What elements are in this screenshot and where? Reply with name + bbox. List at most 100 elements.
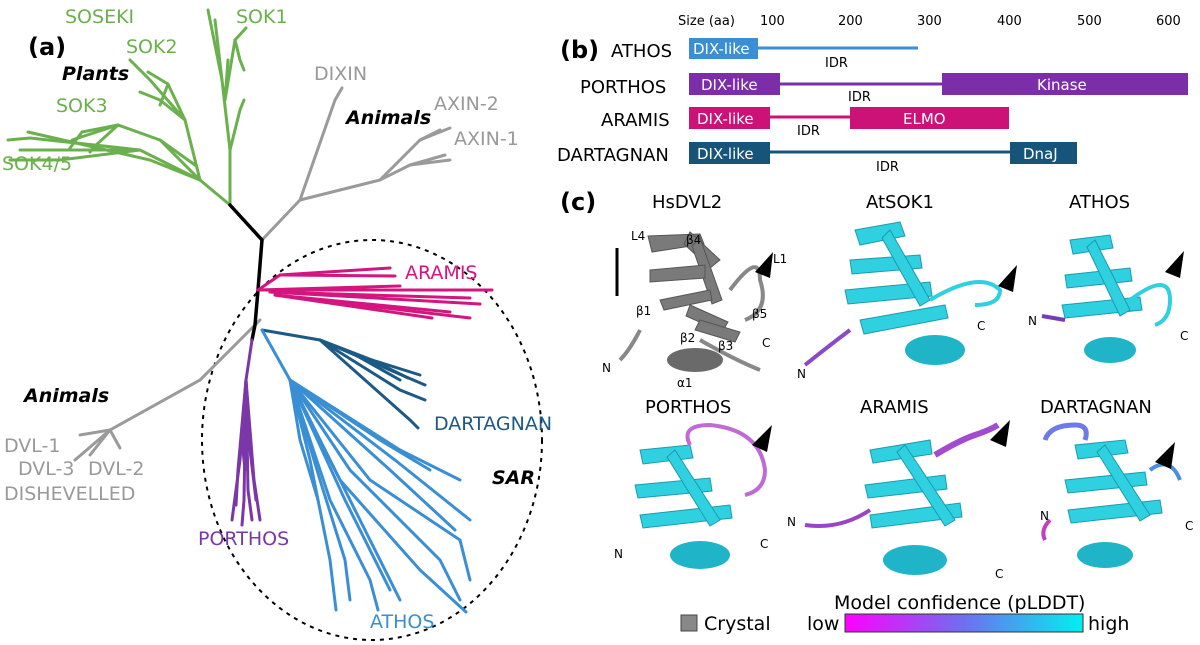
panel-a: (a) (2, 6, 552, 641)
protein-name-dartagnan: DARTAGNAN (557, 145, 669, 166)
panel-c-letter: (c) (560, 188, 596, 216)
athos-dix-label: DIX-like (693, 40, 750, 58)
label-n-athos: N (1028, 314, 1037, 328)
tick-400: 400 (997, 14, 1022, 29)
label-b5: β5 (752, 307, 767, 321)
label-soseki: SOSEKI (65, 6, 134, 28)
arrowhead-hsdvl2 (755, 252, 773, 278)
label-axin1: AXIN-1 (454, 128, 519, 150)
legend-crystal: Crystal (704, 613, 771, 635)
label-b4: β4 (686, 233, 701, 247)
label-dvl3: DVL-3 (18, 458, 75, 480)
label-sok45: SOK4/5 (2, 153, 72, 175)
label-axin2: AXIN-2 (434, 93, 499, 115)
arrowhead-athos (1165, 251, 1184, 278)
dartagnan-branches (260, 328, 427, 430)
dartagnan-dix-label: DIX-like (697, 145, 754, 163)
label-sok3: SOK3 (56, 95, 108, 117)
aramis-idr-label: IDR (797, 124, 820, 139)
aramis-branches (256, 266, 494, 320)
porthos-kinase-box (942, 73, 1188, 95)
label-b1: β1 (636, 304, 651, 318)
athos-dix-box (689, 38, 758, 59)
protein-name-aramis: ARAMIS (601, 110, 670, 131)
label-sok2: SOK2 (126, 36, 178, 58)
athos-branches (260, 328, 472, 614)
label-c-porthos: C (760, 537, 768, 551)
panel-a-letter: (a) (28, 33, 66, 61)
panel-b-letter: (b) (560, 36, 599, 64)
label-aramis: ARAMIS (405, 262, 477, 284)
label-athos: ATHOS (370, 611, 434, 633)
legend-confidence-title: Model confidence (pLDDT) (834, 592, 1085, 614)
arrowhead-dartagnan (1155, 442, 1175, 469)
aramis-dix-box (689, 107, 770, 129)
label-dvl2: DVL-2 (88, 458, 145, 480)
label-l1: L1 (773, 252, 787, 266)
aramis-elmo-label: ELMO (903, 110, 946, 128)
structure-aramis: C N (787, 420, 1010, 581)
dartagnan-dnaj-box (1010, 142, 1077, 164)
aramis-elmo-box (850, 107, 1009, 129)
label-dishevelled: DISHEVELLED (4, 483, 135, 505)
label-n-porthos: N (614, 547, 623, 561)
tick-200: 200 (838, 14, 863, 29)
crystal-swatch (680, 614, 698, 632)
label-c-athos: C (1180, 329, 1188, 343)
arrowhead-aramis (990, 420, 1010, 447)
label-c-hsdvl2: C (762, 336, 770, 350)
athos-idr-label: IDR (825, 56, 848, 71)
structure-dartagnan: C N (1040, 422, 1193, 568)
title-hsdvl2: HsDVL2 (652, 192, 722, 213)
legend-low: low (807, 613, 839, 635)
label-dixin: DIXIN (314, 63, 367, 85)
porthos-branches (230, 338, 262, 527)
label-porthos: PORTHOS (198, 528, 289, 550)
label-dartagnan: DARTAGNAN (434, 413, 552, 435)
structure-hsdvl2: L4 β4 L1 β1 β5 β2 β3 C N α1 (602, 229, 787, 390)
tick-300: 300 (917, 14, 942, 29)
arrowhead-atsok1 (998, 265, 1017, 292)
title-athos-struct: ATHOS (1069, 192, 1130, 213)
structure-athos: C N (1028, 234, 1188, 363)
label-b2: β2 (680, 331, 695, 345)
panel-c: (c) HsDVL2 AtSOK1 ATHOS PORTHOS ARAMIS D… (560, 188, 1193, 635)
dartagnan-dix-box (689, 142, 770, 164)
label-l4: L4 (631, 229, 645, 243)
group-animals-bottom: Animals (22, 385, 109, 407)
title-dartagnan-struct: DARTAGNAN (1040, 397, 1152, 418)
label-b3: β3 (718, 339, 733, 353)
label-n-atsok1: N (797, 367, 806, 381)
porthos-idr-label: IDR (848, 90, 871, 105)
plants-branches (6, 8, 248, 207)
title-aramis-struct: ARAMIS (860, 397, 929, 418)
porthos-dix-label: DIX-like (701, 76, 758, 94)
title-porthos-struct: PORTHOS (645, 397, 731, 418)
label-dvl1: DVL-1 (4, 435, 61, 457)
tick-100: 100 (760, 14, 785, 29)
plddt-gradient-bar (844, 613, 1084, 633)
arrowhead-porthos (752, 425, 772, 452)
dartagnan-idr-label: IDR (876, 160, 899, 175)
group-plants: Plants (62, 63, 129, 85)
structure-atsok1: C N (797, 221, 1017, 381)
structure-porthos: C N (614, 422, 772, 569)
tree-backbone (228, 203, 264, 342)
group-animals-top: Animals (344, 107, 431, 129)
title-atsok1: AtSOK1 (866, 192, 934, 213)
group-sar: SAR (492, 467, 535, 489)
label-n-hsdvl2: N (602, 361, 611, 375)
label-a1: α1 (677, 376, 693, 390)
panel-b: (b) Size (aa) 100 200 300 400 500 600 AT… (557, 14, 1188, 175)
porthos-kinase-label: Kinase (1037, 76, 1087, 94)
tick-500: 500 (1077, 14, 1102, 29)
label-c-atsok1: C (977, 319, 985, 333)
label-c-dartagnan: C (1185, 519, 1193, 533)
porthos-dix-box (689, 73, 780, 95)
label-n-dartagnan: N (1040, 509, 1049, 523)
label-c-aramis: C (995, 567, 1003, 581)
aramis-dix-label: DIX-like (697, 110, 754, 128)
hsdvl2-helix (667, 348, 723, 372)
tick-600: 600 (1156, 14, 1181, 29)
